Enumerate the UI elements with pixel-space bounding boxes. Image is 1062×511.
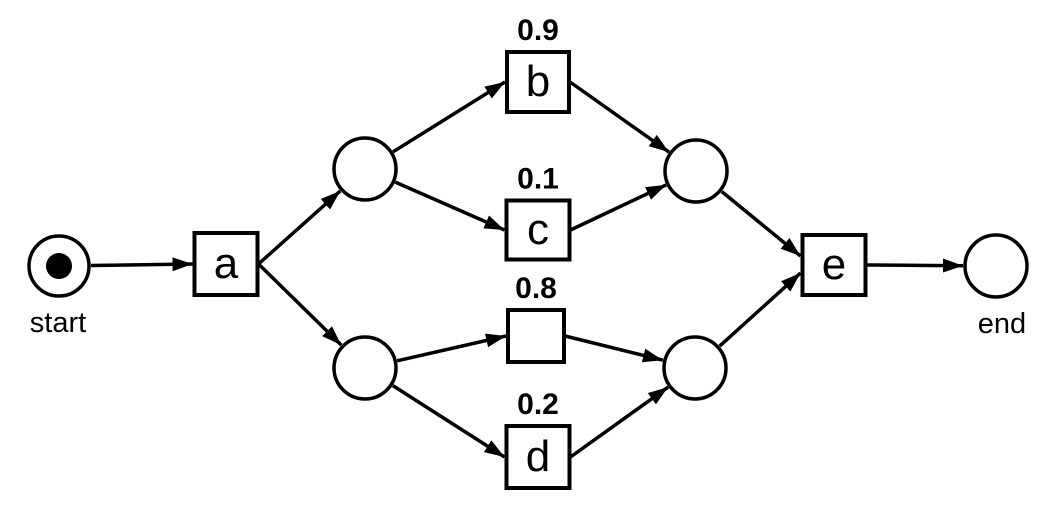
place-p3: [663, 138, 729, 204]
place-p2: [332, 335, 398, 401]
arc-a-p1: [257, 189, 342, 266]
arc-tau-p4: [564, 334, 664, 363]
place-end-label: end: [978, 308, 1026, 340]
arc-c-p3: [569, 183, 667, 232]
arc-p2-d: [391, 384, 506, 459]
transition-b: [505, 50, 571, 114]
transition-a: [192, 231, 260, 297]
arc-p2-tau: [396, 333, 507, 363]
place-p1: [332, 136, 398, 202]
arc-p3-e: [720, 190, 802, 258]
arc-p4-e: [718, 271, 802, 348]
arc-p1-c: [394, 180, 506, 232]
token-start: [46, 253, 72, 279]
arc-b-p3: [568, 80, 671, 154]
transition-c-probability: 0.1: [517, 163, 559, 196]
transition-tau: [506, 308, 566, 364]
transition-tau-probability: 0.8: [515, 272, 557, 305]
transition-b-probability: 0.9: [517, 14, 559, 47]
transition-d-label: d: [526, 432, 550, 481]
place-start-label: start: [30, 307, 86, 339]
place-end: [963, 233, 1029, 299]
arc-a-p2: [257, 262, 343, 347]
transition-c-label: c: [527, 205, 549, 254]
transition-d-probability: 0.2: [517, 388, 559, 421]
labels-layer: start end a b 0.9 c 0.1 0.8 d 0.2 e: [30, 14, 1026, 481]
transition-a-label: a: [214, 239, 239, 288]
nodes-layer: [27, 50, 1029, 490]
transition-b-label: b: [526, 57, 550, 106]
arc-d-p4: [569, 385, 670, 459]
arc-e-end: [866, 258, 964, 273]
place-p4: [662, 335, 728, 401]
arc-start-a: [90, 257, 193, 272]
transition-d: [504, 424, 572, 490]
transition-e: [800, 233, 868, 297]
transition-e-label: e: [822, 240, 846, 289]
transition-c: [504, 198, 572, 262]
arcs-layer: [90, 80, 964, 459]
arc-p1-b: [392, 80, 506, 154]
